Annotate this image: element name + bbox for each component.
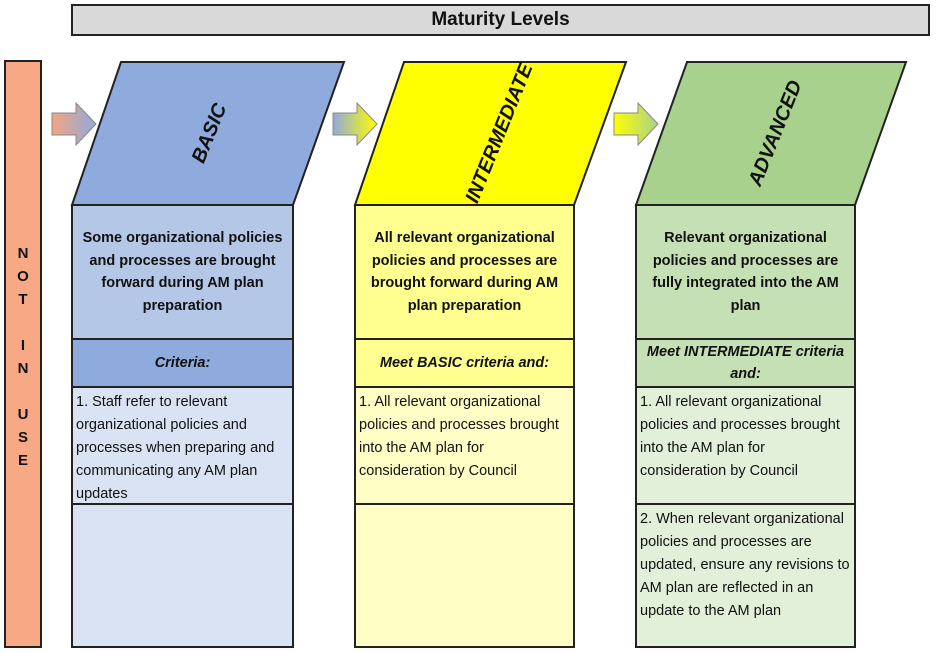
arrow-into-advanced bbox=[613, 101, 659, 147]
advanced-description-box bbox=[635, 204, 856, 340]
intermediate-criteria-item-1: 1. All relevant organizational policies … bbox=[359, 394, 559, 479]
intermediate-criteria-box bbox=[354, 338, 575, 388]
basic-criteria-item-1: 1. Staff refer to relevant organizationa… bbox=[76, 394, 275, 502]
intermediate-description-box bbox=[354, 204, 575, 340]
basic-criteria-header: Criteria: bbox=[154, 354, 211, 371]
advanced-item-2-box bbox=[635, 503, 856, 648]
side-letter: O bbox=[17, 268, 29, 285]
side-letter: I bbox=[20, 337, 26, 354]
intermediate-item-1-box bbox=[354, 386, 575, 505]
intermediate-criteria-header: Meet BASIC criteria and: bbox=[379, 354, 550, 371]
basic-criteria-box bbox=[71, 338, 294, 388]
basic-description-box bbox=[71, 204, 294, 340]
not-in-use-label: N O T I N U S E bbox=[6, 242, 40, 472]
arrow-into-basic bbox=[51, 101, 97, 147]
basic-criteria-item-2 bbox=[72, 504, 293, 647]
side-letter: T bbox=[18, 291, 28, 308]
side-letter: E bbox=[17, 452, 28, 469]
side-letter: U bbox=[17, 406, 29, 423]
basic-item-2-box bbox=[71, 503, 294, 648]
basic-description: Some organizational policies and process… bbox=[82, 230, 283, 314]
maturity-levels-title: Maturity Levels bbox=[71, 4, 930, 36]
advanced-criteria-item-2: 2. When relevant organizational policies… bbox=[640, 511, 850, 619]
intermediate-criteria-item-2 bbox=[355, 504, 574, 647]
basic-item-1-box bbox=[71, 386, 294, 505]
advanced-criteria-box bbox=[635, 338, 856, 388]
not-in-use-bar: N O T I N U S E bbox=[4, 60, 42, 648]
intermediate-item-2-box bbox=[354, 503, 575, 648]
side-letter: N bbox=[17, 360, 29, 377]
advanced-criteria-header: Meet INTERMEDIATE criteria and: bbox=[646, 343, 845, 383]
advanced-item-1-box bbox=[635, 386, 856, 505]
advanced-description: Relevant organizational policies and pro… bbox=[652, 230, 839, 314]
intermediate-description: All relevant organizational policies and… bbox=[370, 230, 559, 314]
arrow-into-intermediate bbox=[332, 101, 378, 147]
side-letter: S bbox=[17, 429, 28, 446]
side-letter: N bbox=[17, 245, 29, 262]
advanced-criteria-item-1: 1. All relevant organizational policies … bbox=[640, 394, 840, 479]
